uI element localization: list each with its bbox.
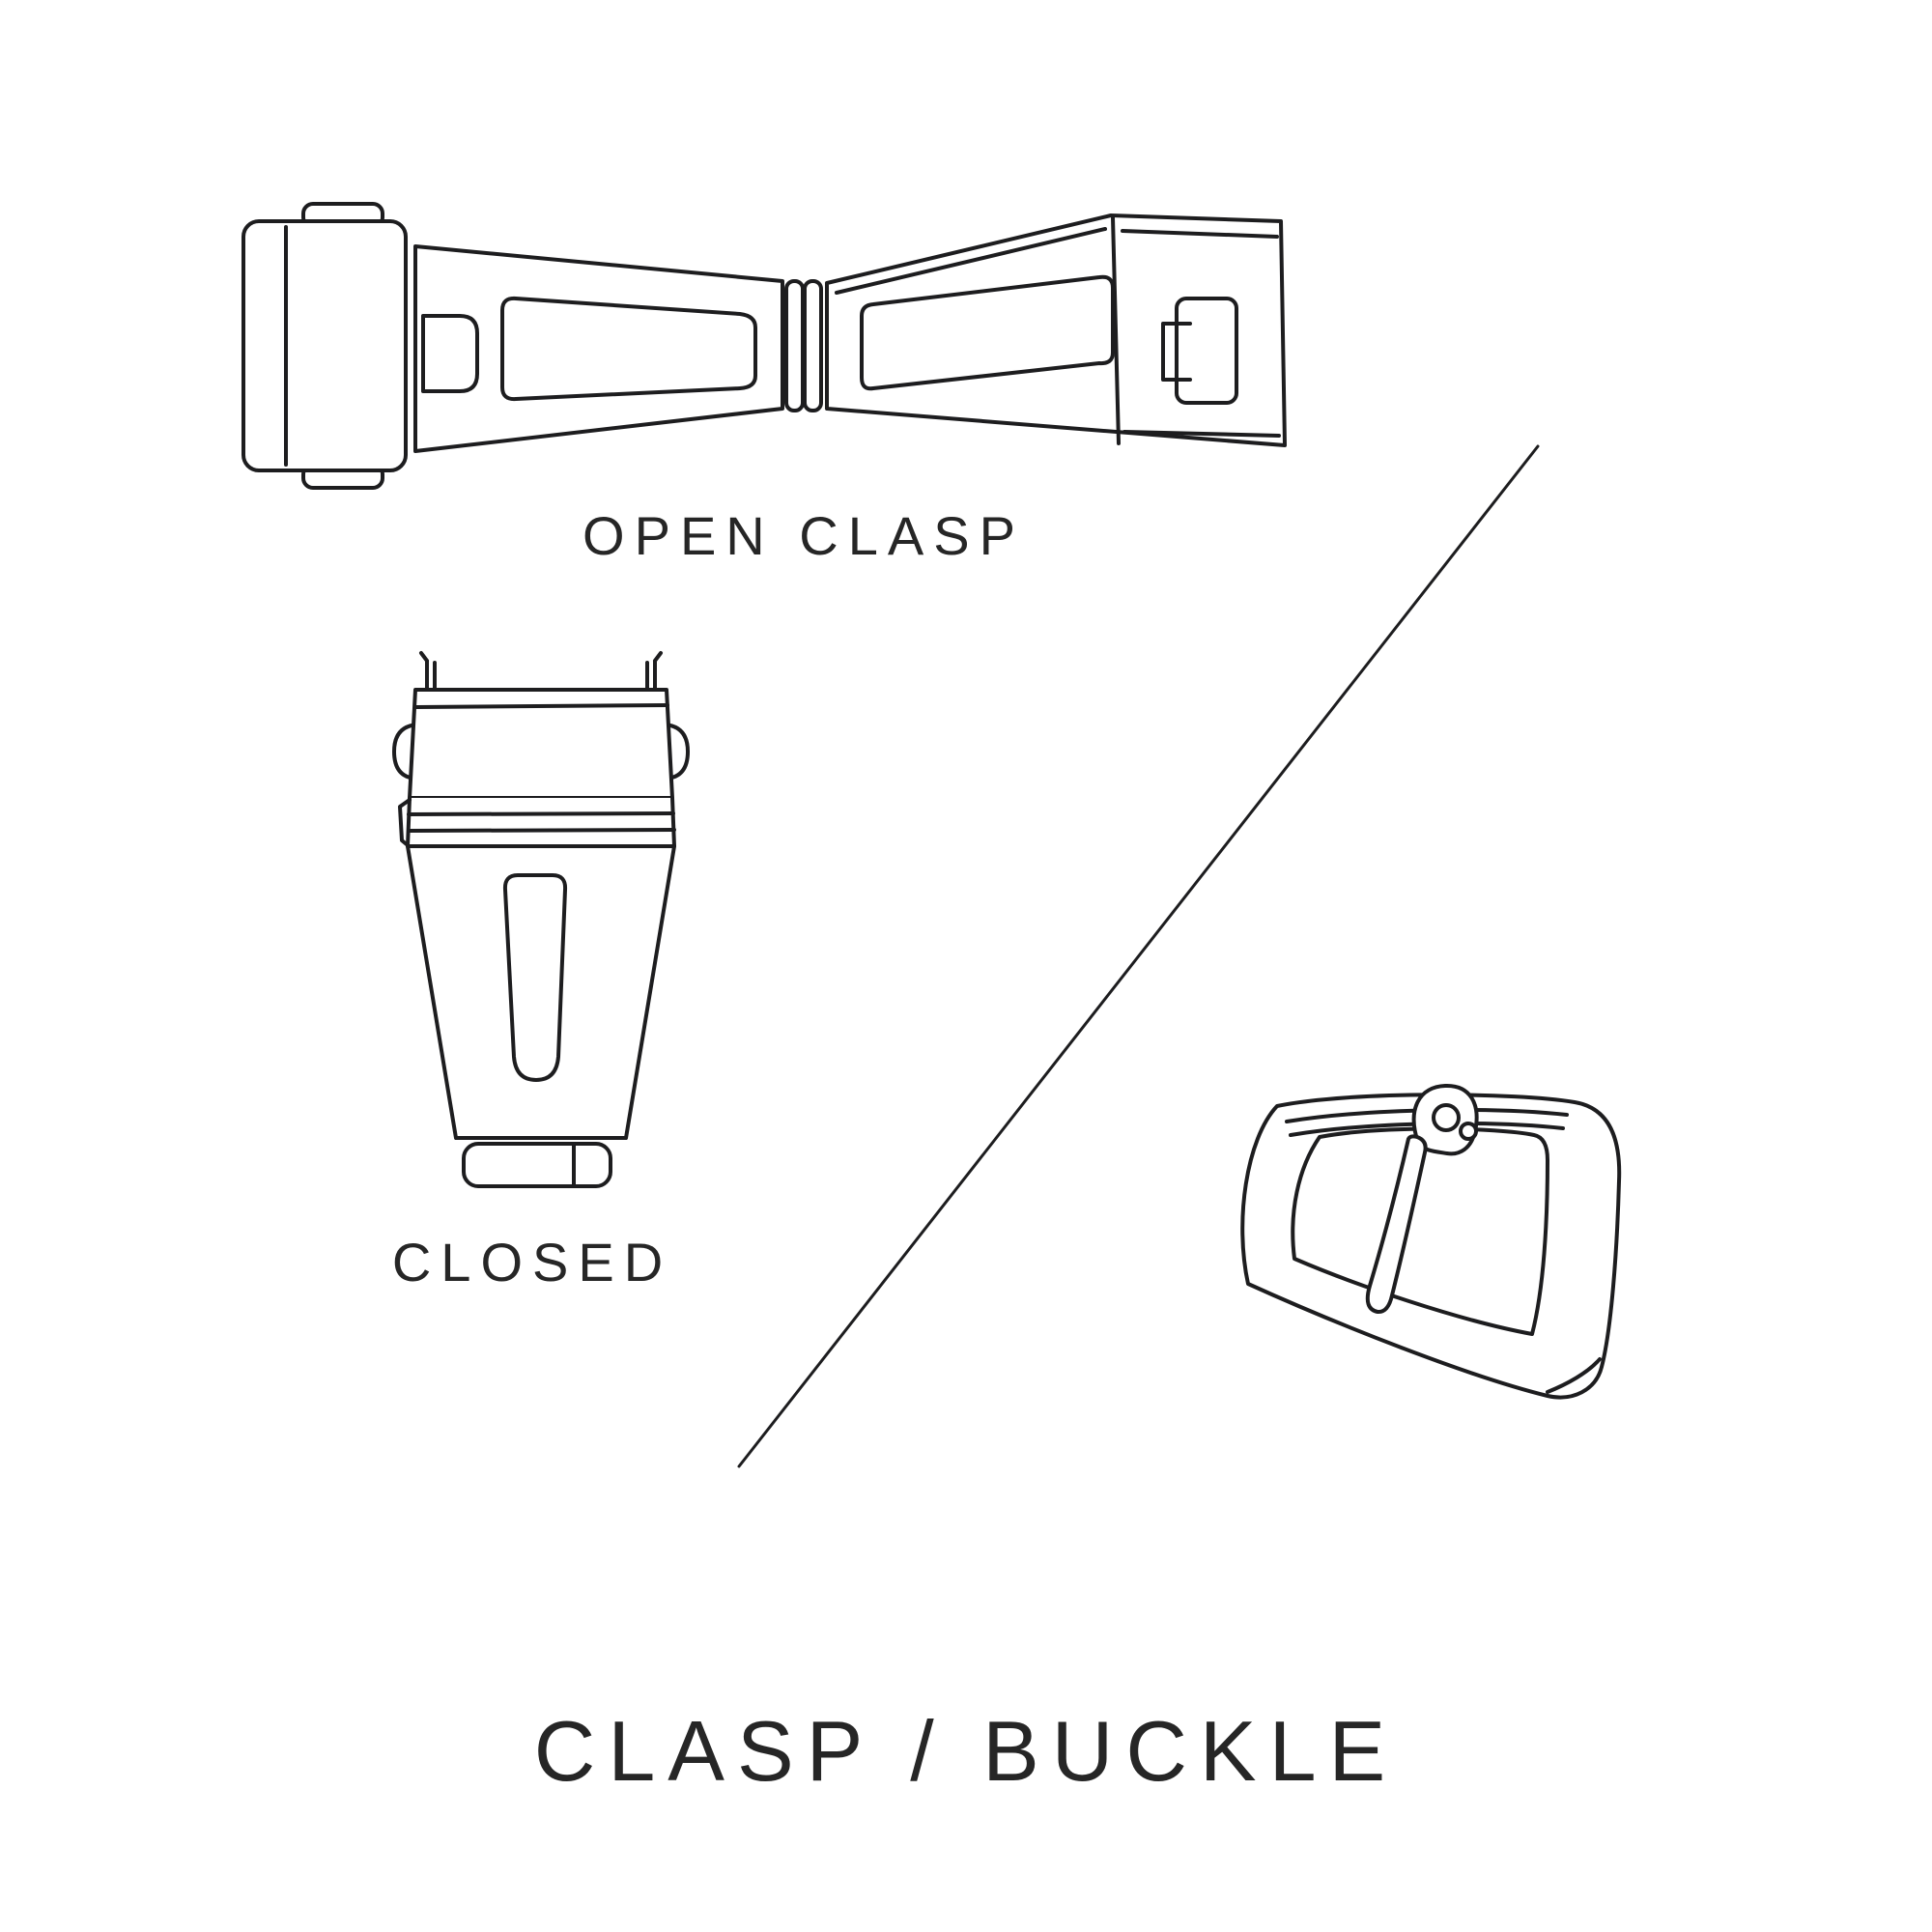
closed-clasp-cap xyxy=(408,688,674,800)
closed-clasp-prongs xyxy=(419,651,663,694)
tang-buckle-illustration xyxy=(1240,1083,1622,1400)
open-clasp-hinge xyxy=(784,279,823,412)
buckle-pin xyxy=(1365,1083,1479,1315)
open-clasp-left-end-link xyxy=(242,202,408,490)
buckle-frame xyxy=(1240,1093,1622,1400)
closed-clasp-body xyxy=(406,844,676,1140)
open-clasp-caption: OPEN CLASP xyxy=(582,505,1025,566)
closed-clasp-side-tabs xyxy=(392,723,690,781)
closed-clasp-illustration xyxy=(392,651,690,1188)
closed-clasp-bands xyxy=(398,796,676,848)
closed-clasp-caption: CLOSED xyxy=(391,1232,673,1293)
open-clasp-right-arm xyxy=(825,213,1287,447)
open-clasp-left-arm xyxy=(413,244,784,453)
figure-title: CLASP / BUCKLE xyxy=(533,1703,1399,1799)
closed-clasp-foot xyxy=(462,1142,612,1188)
open-clasp-illustration xyxy=(242,202,1287,490)
